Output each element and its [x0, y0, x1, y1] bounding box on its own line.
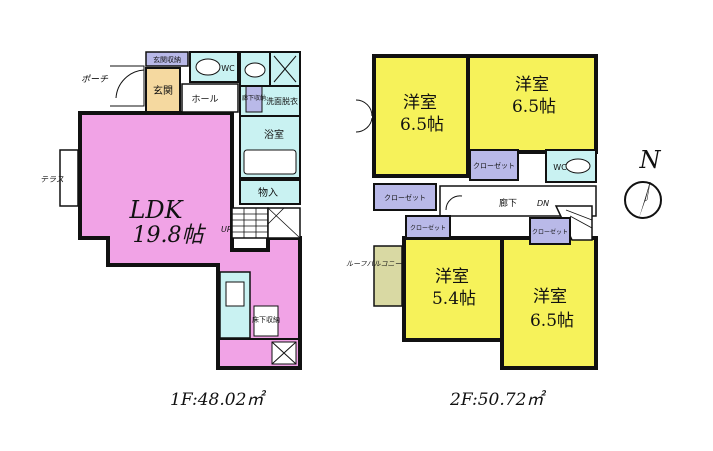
genkan-room — [145, 67, 181, 113]
genkan-storage-label: 玄関収納 — [153, 55, 181, 64]
door-arc-icon — [445, 195, 463, 211]
closet-b-label: クローゼット — [473, 161, 515, 170]
closet-d-label: クローゼット — [532, 228, 568, 236]
floor-1: 床下収納 UP 物入 浴室 洗面脱衣 廊下収納 WC 玄関収納 — [40, 51, 302, 410]
toilet-icon-2f — [565, 158, 591, 174]
door-arc-icon — [115, 69, 145, 99]
closet-a-label: クローゼット — [384, 193, 426, 202]
fridge-x-icon — [271, 341, 297, 365]
washing-machine-x-icon — [273, 55, 297, 83]
compass-circle — [624, 181, 662, 219]
basin-icon — [244, 62, 266, 78]
closet-a — [373, 183, 437, 211]
porch-label: ポーチ — [81, 74, 109, 85]
kitchen-floor-storage — [253, 305, 279, 337]
storage-room — [239, 179, 301, 205]
storage-label: 物入 — [258, 186, 278, 199]
closet-c-label: クローゼット — [410, 224, 446, 232]
room-sw-size: 5.4帖 — [432, 289, 476, 309]
bath-label: 浴室 — [264, 128, 284, 141]
room-se — [500, 236, 598, 370]
closet-b — [469, 149, 519, 181]
room-sw-name: 洋室 — [435, 267, 469, 287]
ldk-size-label: 19.8帖 — [133, 223, 207, 248]
terrace-label: テラス — [40, 175, 64, 184]
staircase-1f — [231, 207, 301, 239]
room-sw — [402, 236, 504, 342]
room-nw — [372, 54, 470, 178]
closet-c — [405, 215, 451, 239]
ldk-label: LDK — [128, 196, 184, 224]
porch-area — [110, 65, 145, 107]
kitchen-storage-label: 床下収納 — [252, 315, 280, 324]
room-ne-size: 6.5帖 — [512, 97, 556, 117]
room-nw-size: 6.5帖 — [400, 115, 444, 135]
floor1-area-label: 1F:48.02㎡ — [170, 390, 266, 410]
toilet-icon — [195, 58, 221, 76]
roof-balcony — [373, 245, 403, 307]
closet-d — [529, 217, 571, 245]
room-nw-name: 洋室 — [403, 93, 437, 113]
wc-label-2f: WC — [553, 163, 567, 172]
floor2-area-label: 2F:50.72㎡ — [449, 390, 546, 410]
compass-needle-icon — [639, 182, 650, 218]
bathtub — [243, 149, 297, 175]
hall-label: ホール — [191, 94, 218, 105]
terrace-area — [59, 149, 79, 207]
dn-label: DN — [537, 199, 549, 208]
room-ne — [466, 54, 598, 154]
hallway-2f — [439, 185, 597, 217]
washroom-label: 洗面脱衣 — [266, 96, 298, 106]
hall-area — [181, 83, 239, 113]
genkan-label: 玄関 — [153, 84, 173, 97]
floor-2: 廊下 DN クローゼット クローゼット クローゼット クローゼット WC ルーフ… — [346, 54, 598, 410]
up-label: UP — [221, 225, 232, 234]
kitchen-sink — [225, 281, 245, 307]
compass-north-label: N — [639, 146, 662, 174]
hallway-label: 廊下 — [499, 197, 517, 209]
compass: N — [624, 146, 662, 219]
corridor-storage-label: 廊下収納 — [242, 94, 266, 102]
wc-label-1f: WC — [221, 64, 235, 73]
genkan-storage — [145, 51, 189, 67]
roof-balcony-label: ルーフバルコニー — [346, 260, 402, 268]
room-se-size: 6.5帖 — [530, 311, 574, 331]
door-arc-icon — [355, 99, 373, 133]
room-ne-name: 洋室 — [515, 75, 549, 95]
room-se-name: 洋室 — [533, 287, 567, 307]
